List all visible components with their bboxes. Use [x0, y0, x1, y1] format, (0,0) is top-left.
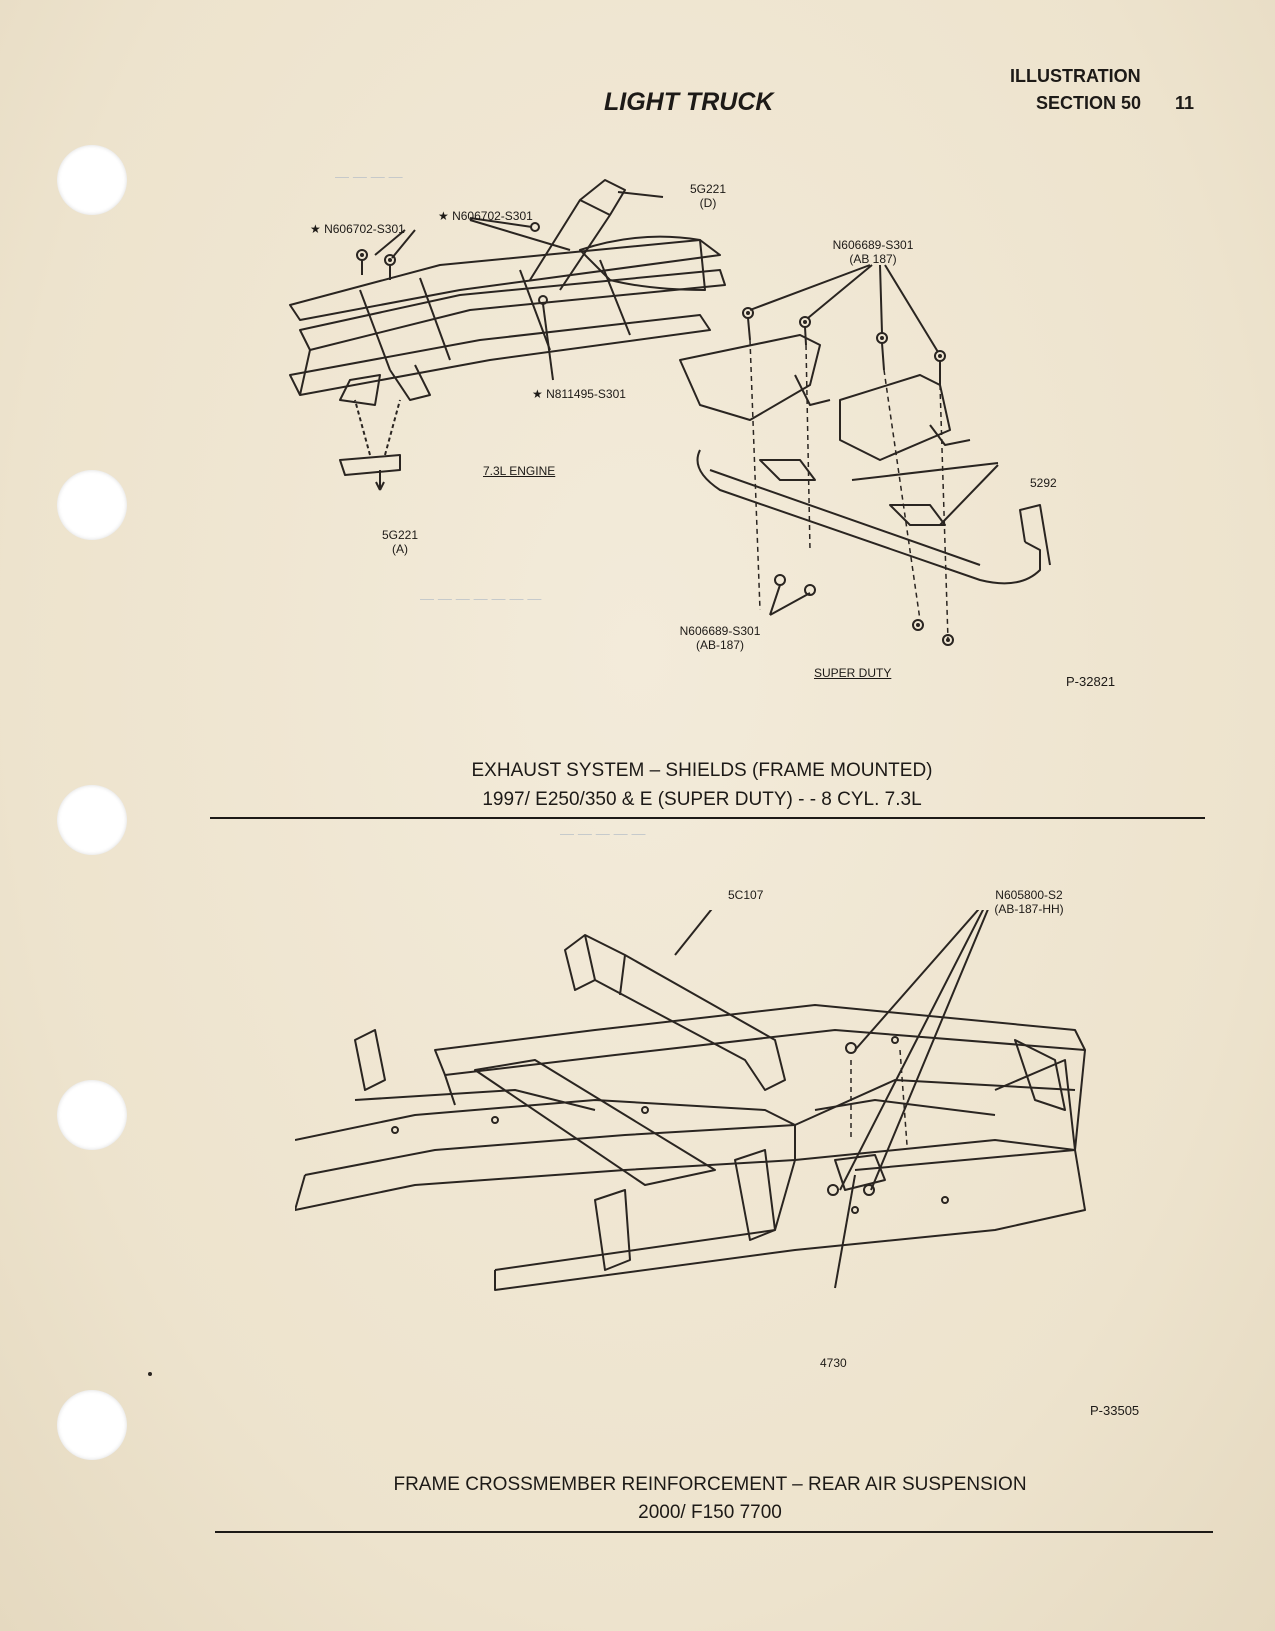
frame-crossmember-illustration: [295, 910, 1086, 1291]
figure-code: P-33505: [1090, 1403, 1140, 1418]
binder-hole: [57, 470, 127, 540]
page-title: LIGHT TRUCK: [604, 88, 774, 116]
binder-hole: [57, 785, 127, 855]
engine-label: 7.3L ENGINE: [483, 464, 556, 478]
exhaust-shield-illustration: [289, 179, 1051, 646]
header-section: SECTION 50: [1036, 93, 1142, 113]
super-duty-label: SUPER DUTY: [814, 666, 892, 680]
binder-hole: [57, 145, 127, 215]
callout-4730: 4730: [820, 1356, 847, 1370]
figure-2-caption-line-2: 2000/ F150 7700: [638, 1502, 782, 1523]
figure-2-caption-line-1: FRAME CROSSMEMBER REINFORCEMENT – REAR A…: [393, 1474, 1027, 1495]
binder-hole: [57, 1080, 127, 1150]
callout-n606702-star-1: ★ N606702-S301: [438, 209, 533, 223]
figure-1-caption-line-2: 1997/ E250/350 & E (SUPER DUTY) - - 8 CY…: [482, 789, 922, 810]
header-illustration-label: ILLUSTRATION: [1010, 66, 1141, 86]
page-speck: [148, 1372, 152, 1376]
callout-n606689-top: N606689-S301(AB 187): [832, 238, 914, 266]
bleed-through: — — — —: [335, 168, 403, 184]
page-number: 11: [1175, 93, 1195, 113]
callout-n606689-bottom: N606689-S301(AB-187): [679, 624, 761, 652]
callout-5g221-a: 5G221(A): [381, 528, 419, 556]
bleed-through: — — — — — — —: [420, 590, 542, 606]
callout-5292: 5292: [1030, 476, 1057, 490]
section-divider: [210, 817, 1205, 819]
callout-5g221-d: 5G221(D): [689, 182, 727, 210]
callout-n605800: N605800-S2(AB-187-HH): [994, 888, 1064, 916]
bleed-through: — — — — —: [560, 825, 646, 841]
binder-hole: [57, 1390, 127, 1460]
figure-code: P-32821: [1066, 674, 1116, 689]
callout-n811495: ★ N811495-S301: [532, 387, 626, 401]
callout-n606702-star-2: ★ N606702-S301: [310, 222, 405, 236]
figure-1-caption-line-1: EXHAUST SYSTEM – SHIELDS (FRAME MOUNTED): [471, 760, 933, 781]
callout-5c107: 5C107: [728, 888, 764, 902]
section-divider: [215, 1531, 1213, 1533]
